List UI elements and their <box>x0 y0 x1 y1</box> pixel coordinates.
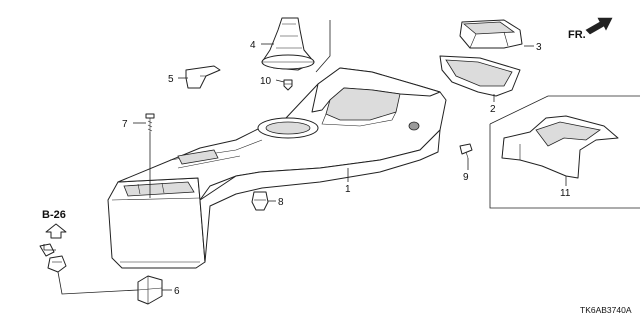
callout-1: 1 <box>345 184 351 195</box>
callout-3: 3 <box>536 42 542 53</box>
reference-b26: B-26 <box>42 209 67 251</box>
front-direction-indicator: FR. <box>568 17 613 41</box>
grommet-part-8 <box>251 191 269 211</box>
leader-lines <box>57 20 567 295</box>
callout-numbers: 1 2 3 4 5 6 7 8 9 10 11 <box>122 40 571 297</box>
direction-label: FR. <box>568 29 586 41</box>
cover-part-5 <box>185 65 221 89</box>
callout-2: 2 <box>490 104 496 115</box>
bracket-part-6 <box>137 275 163 305</box>
callout-5: 5 <box>168 74 174 85</box>
panel-part-2 <box>439 55 521 97</box>
pocket-part-3 <box>459 19 523 49</box>
front-arrow-icon <box>585 17 613 35</box>
callout-11: 11 <box>560 188 571 199</box>
callout-7: 7 <box>122 119 128 130</box>
center-console-body <box>107 67 447 269</box>
rear-cover-part-11 <box>489 95 640 209</box>
callout-6: 6 <box>174 286 180 297</box>
shift-boot-part <box>261 17 315 71</box>
callout-9: 9 <box>463 172 469 183</box>
clip-part-10 <box>283 79 293 91</box>
callout-8: 8 <box>278 197 284 208</box>
screw-part-9 <box>459 143 473 159</box>
up-arrow-icon <box>45 223 67 239</box>
bolt-part-7 <box>145 113 155 132</box>
drawing-code: TK6AB3740A <box>580 305 632 315</box>
callout-10: 10 <box>260 76 272 87</box>
callout-4: 4 <box>250 40 256 51</box>
reference-label: B-26 <box>42 209 66 221</box>
connector-part <box>39 243 67 273</box>
